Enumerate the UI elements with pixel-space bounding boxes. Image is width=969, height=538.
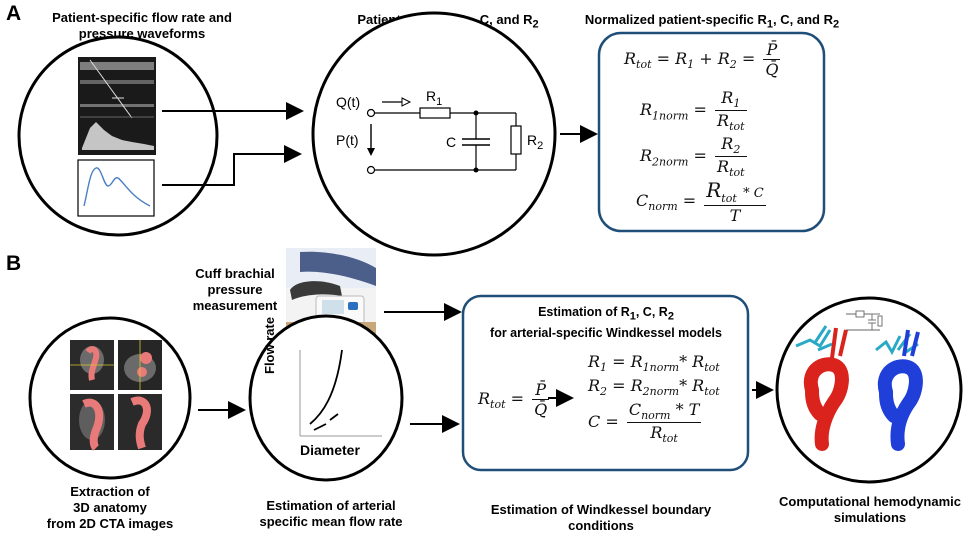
- circuit-q-label: Q(t): [336, 94, 361, 110]
- caption-extraction: Extraction of 3D anatomy from 2D CTA ima…: [40, 484, 180, 532]
- caption-cfd-line1: Computational hemodynamic: [778, 494, 962, 509]
- caption-flow-line2: specific mean flow rate: [259, 514, 403, 529]
- caption-flow-line1: Estimation of arterial: [266, 498, 396, 513]
- flow-curve: [309, 349, 343, 425]
- plot-ylabel: Flow rate: [262, 316, 277, 374]
- caption-extraction-line3: from 2D CTA images: [46, 516, 174, 531]
- normalized-formula-box: [597, 31, 826, 233]
- plot-xlabel: Diameter: [300, 442, 360, 458]
- formula-b-rtot: Rtot = P̄Q̄: [478, 380, 550, 419]
- mini-windkessel-icon: [846, 310, 883, 331]
- caption-wk-line2: conditions: [568, 518, 634, 533]
- panel-b-label: B: [6, 252, 22, 275]
- circuit-p-label: P(t): [336, 132, 359, 148]
- formula-b-r1: R1 = R1norm* Rtot: [588, 352, 720, 375]
- flow-rate-circle: [248, 314, 404, 482]
- caption-normalized: Normalized patient-specific R1, C, and R…: [584, 12, 840, 31]
- circuit-c-label: C: [446, 134, 457, 150]
- caption-cfd: Computational hemodynamic simulations: [770, 494, 969, 526]
- caption-flow-rate: Estimation of arterial specific mean flo…: [236, 498, 426, 530]
- caption-waveforms-line1: Patient-specific flow rate and: [52, 10, 232, 25]
- estimation-box: [461, 294, 750, 472]
- caption-cuff-line3: measurement: [192, 298, 278, 313]
- pressure-waveform: [83, 167, 151, 207]
- cta-images: [70, 340, 162, 451]
- caption-extraction-line1: Extraction of: [70, 484, 150, 499]
- cfd-circle: [775, 296, 963, 484]
- arrow-pressure-to-circuit: [162, 145, 302, 186]
- caption-cuff: Cuff brachial pressure measurement: [180, 266, 290, 314]
- aorta-blue-model: [875, 329, 923, 451]
- waveform-box: [77, 159, 155, 217]
- circuit-r2-label: R2: [527, 132, 544, 152]
- formula-rtot: Rtot = R1 + R2 = P̄Q̄: [624, 40, 781, 79]
- estimation-title: Estimation of R1, C, R2 for arterial-spe…: [466, 304, 746, 341]
- aorta-red-model: [795, 325, 849, 451]
- resistor-r2: [510, 125, 522, 155]
- caption-cuff-line2: pressure: [207, 282, 263, 297]
- panel-a-label: A: [6, 2, 22, 25]
- circuit-r1-label: R1: [426, 88, 443, 108]
- caption-wk-line1: Estimation of Windkessel boundary: [490, 502, 712, 517]
- caption-windkessel: Estimation of Windkessel boundary condit…: [466, 502, 736, 534]
- circuit-circle: [311, 11, 557, 257]
- caption-cuff-line1: Cuff brachial: [195, 266, 275, 281]
- caption-cfd-line2: simulations: [833, 510, 907, 525]
- resistor-r1: [419, 107, 451, 119]
- caption-extraction-line2: 3D anatomy: [73, 500, 147, 515]
- estimation-title-line2: for arterial-specific Windkessel models: [490, 325, 722, 340]
- formula-b-r2: R2 = R2norm* Rtot: [588, 376, 720, 399]
